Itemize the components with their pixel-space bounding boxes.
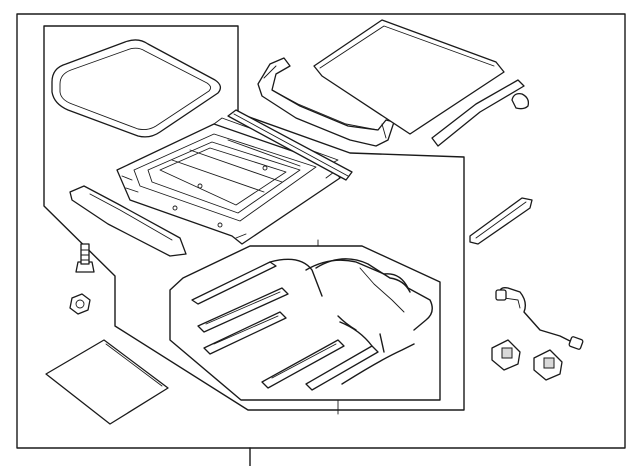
deflector — [257, 57, 395, 147]
guide-rails-kit — [191, 258, 433, 391]
trim-strip — [469, 197, 533, 245]
cap — [511, 92, 530, 110]
side-molding — [431, 79, 525, 147]
sunshade-strip — [69, 185, 187, 257]
bolt — [75, 243, 95, 273]
rails-kit-outline — [169, 245, 441, 401]
drain-strip — [227, 109, 353, 181]
motor-bracket-right — [533, 349, 563, 381]
assembly-outline — [43, 25, 465, 411]
sunroof-frame — [116, 117, 341, 245]
nut — [69, 293, 91, 315]
sunshade-pad — [45, 339, 169, 425]
glass-seal — [51, 39, 222, 138]
outer-border — [16, 13, 626, 449]
sunroof-glass — [313, 19, 505, 135]
wire-harness — [495, 286, 584, 350]
motor-bracket-left — [491, 339, 521, 371]
